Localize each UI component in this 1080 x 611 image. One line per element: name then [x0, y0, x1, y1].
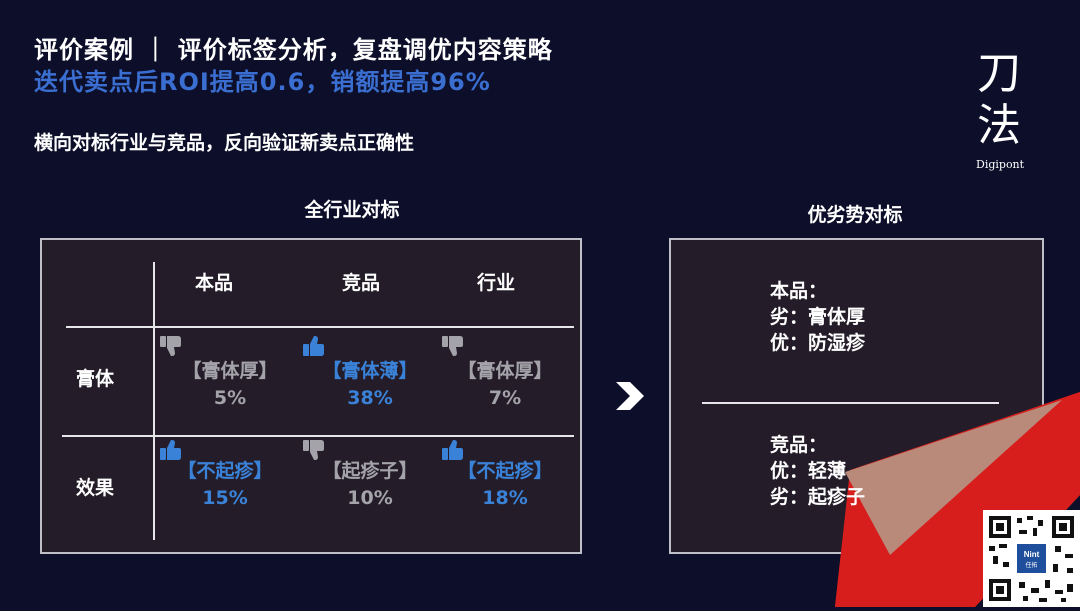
cell-own-effect: 【不起疹】 15% [160, 458, 290, 512]
cell-tag: 【不起疹】 [177, 460, 273, 482]
qr-code-icon: Nint 任拓 [983, 510, 1080, 607]
thumb-up-icon [303, 336, 324, 356]
competitor-strength: 优：轻薄 [770, 460, 847, 482]
cell-industry-texture: 【膏体厚】 7% [440, 358, 570, 412]
cell-tag: 【膏体薄】 [322, 360, 418, 382]
page-title: 评价案例 ｜ 评价标签分析，复盘调优内容策略 [34, 36, 553, 64]
column-header-own: 本品 [194, 272, 233, 294]
thumb-down-icon [303, 440, 324, 460]
comparison-divider [702, 402, 999, 404]
page-subtitle: 横向对标行业与竞品，反向验证新卖点正确性 [34, 132, 415, 154]
cell-own-texture: 【膏体厚】 5% [165, 358, 295, 412]
own-weakness: 劣：膏体厚 [770, 306, 866, 328]
cell-competitor-effect: 【起疹子】 10% [305, 458, 435, 512]
competitor-heading: 竞品： [770, 434, 828, 456]
thumb-down-icon [160, 336, 181, 356]
own-heading: 本品： [770, 280, 828, 302]
cell-industry-effect: 【不起疹】 18% [440, 458, 570, 512]
grid-vertical-line [153, 262, 155, 540]
cell-competitor-texture: 【膏体薄】 38% [305, 358, 435, 412]
cell-tag: 【膏体厚】 [457, 360, 553, 382]
cell-value: 5% [213, 387, 247, 409]
thumb-down-icon [442, 336, 463, 356]
right-section-title: 优劣势对标 [807, 204, 903, 226]
grid-horizontal-line [62, 435, 574, 437]
highlight-title: 迭代卖点后ROI提高0.6，销额提高96% [34, 68, 491, 96]
row-header-texture: 膏体 [76, 368, 115, 390]
own-summary: 本品： 劣：膏体厚 优：防湿疹 [770, 278, 865, 356]
thumb-up-icon [442, 440, 463, 460]
column-header-industry: 行业 [476, 272, 515, 294]
own-strength: 优：防湿疹 [770, 332, 866, 354]
cell-value: 7% [488, 387, 522, 409]
qr-code: Nint 任拓 [983, 510, 1080, 607]
logo-char-2: 法 [977, 100, 1021, 151]
cell-tag: 【膏体厚】 [182, 360, 278, 382]
cell-value: 18% [482, 487, 528, 509]
benchmark-panel [40, 238, 582, 554]
cell-tag: 【不起疹】 [457, 460, 553, 482]
row-header-effect: 效果 [76, 477, 115, 499]
thumb-up-icon [160, 440, 181, 460]
competitor-summary: 竞品： 优：轻薄 劣：起疹子 [770, 432, 865, 510]
competitor-weakness: 劣：起疹子 [770, 486, 866, 508]
logo-brand: Digipont [976, 158, 1025, 171]
qr-badge: Nint [1024, 550, 1040, 559]
grid-horizontal-line [66, 326, 574, 328]
chevron-right-icon [616, 382, 644, 410]
left-section-title: 全行业对标 [304, 199, 400, 221]
cell-value: 15% [202, 487, 248, 509]
qr-badge-sub: 任拓 [1025, 561, 1037, 569]
cell-value: 10% [347, 487, 393, 509]
logo-char-1: 刀 [977, 48, 1021, 99]
cell-value: 38% [347, 387, 393, 409]
column-header-competitor: 竞品 [341, 272, 380, 294]
cell-tag: 【起疹子】 [322, 460, 418, 482]
